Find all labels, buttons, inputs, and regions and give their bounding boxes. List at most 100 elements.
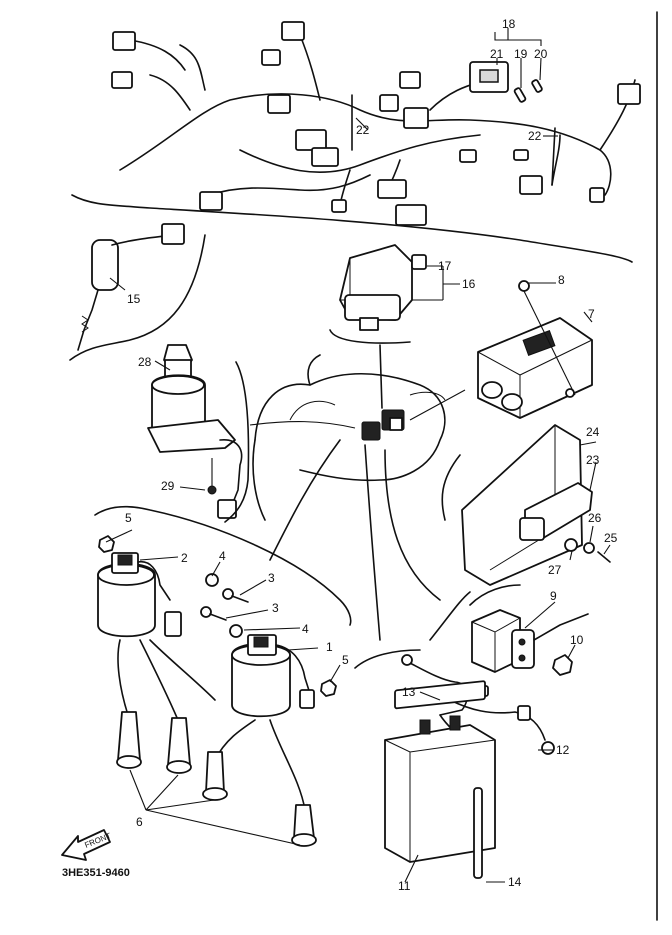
connector-block (267, 94, 291, 114)
washer-4 (205, 573, 219, 587)
section-boundary (71, 194, 633, 263)
leader-line (249, 421, 356, 429)
section-boundary (329, 329, 411, 344)
bolt-3 (222, 588, 249, 603)
harness-connectors (111, 21, 641, 226)
breather-hose-14 (473, 787, 483, 879)
connector-block (377, 179, 407, 199)
label-25: 25 (604, 531, 618, 545)
label-11: 11 (398, 879, 411, 893)
label-22: 22 (528, 129, 542, 143)
nut-5 (98, 535, 115, 553)
section-boundary (429, 591, 471, 641)
starter-relay-9 (471, 609, 589, 673)
cable-tie (551, 127, 556, 186)
section-boundary (224, 361, 250, 523)
wire-harness (119, 34, 636, 206)
label-20: 20 (534, 47, 548, 61)
connector-block (261, 49, 281, 66)
connector-block (617, 83, 641, 105)
drawing-code: 3HE351-9460 (62, 867, 130, 879)
label-8: 8 (558, 273, 565, 287)
label-18: 18 (502, 17, 516, 31)
battery-11 (384, 680, 496, 863)
label-9: 9 (550, 589, 557, 603)
rectifier-regulator-23 (519, 482, 593, 541)
label-4: 4 (219, 549, 226, 563)
leader-line (364, 444, 381, 641)
connector-block (379, 94, 399, 112)
nut-10 (552, 654, 573, 676)
label-24: 24 (586, 425, 600, 439)
section-boundary (354, 649, 421, 669)
coil-bracket (164, 611, 182, 637)
label-2: 2 (181, 551, 188, 565)
connector-block (395, 204, 427, 226)
label-29: 29 (161, 479, 175, 493)
front-arrow-icon (61, 829, 111, 861)
label-22: 22 (356, 123, 370, 137)
label-7: 7 (588, 307, 595, 321)
label-19: 19 (514, 47, 528, 61)
connector-block (399, 71, 421, 89)
ignition-coil-1 (231, 634, 315, 718)
bolt-8 (521, 286, 576, 396)
label-23: 23 (586, 453, 600, 467)
washer-4 (229, 624, 243, 638)
label-14: 14 (508, 875, 522, 889)
leader-line (409, 389, 466, 421)
label-4: 4 (302, 622, 309, 636)
callout-leaders (105, 28, 611, 883)
label-3: 3 (268, 571, 275, 585)
section-boundary (69, 234, 206, 361)
relay-16 (339, 244, 413, 331)
label-21: 21 (490, 47, 504, 61)
label-27: 27 (548, 563, 562, 577)
label-10: 10 (570, 633, 584, 647)
terminal-20 (531, 79, 543, 93)
washer-26 (583, 542, 595, 554)
section-boundary (94, 505, 352, 626)
connector-block (111, 71, 133, 89)
connector-block (295, 129, 327, 151)
connector-block (331, 199, 347, 213)
ignitor-unit-7 (477, 317, 593, 419)
leader-line (379, 344, 383, 409)
label-12: 12 (556, 743, 570, 757)
part-labels: 1 2 3 3 4 4 5 5 6 7 8 9 10 11 12 13 14 1… (125, 17, 618, 893)
bolt-3 (200, 606, 227, 621)
connector-block (199, 191, 223, 211)
label-3: 3 (272, 601, 279, 615)
label-28: 28 (138, 355, 152, 369)
spark-plug-caps-6 (116, 711, 317, 847)
washer-27 (564, 538, 578, 552)
bolt-25 (597, 551, 611, 563)
connector-block (311, 147, 339, 167)
connector-block (589, 187, 605, 203)
label-16: 16 (462, 277, 476, 291)
neutral-switch-15 (77, 223, 185, 351)
leader-line (269, 439, 341, 561)
fuse-17 (411, 254, 427, 270)
label-5: 5 (125, 511, 132, 525)
connector-block (513, 149, 529, 161)
bolt-8-head (518, 280, 530, 292)
terminal-19 (513, 87, 527, 103)
connector-block (112, 31, 136, 51)
label-1: 1 (326, 640, 333, 654)
label-13: 13 (402, 685, 416, 699)
label-17: 17 (438, 259, 452, 273)
label-15: 15 (127, 292, 141, 306)
section-boundary (441, 454, 461, 521)
main-switch-28 (147, 344, 243, 519)
label-5: 5 (342, 653, 349, 667)
nut-5 (320, 679, 337, 697)
connector-block (403, 107, 429, 129)
label-6: 6 (136, 815, 143, 829)
connector-block (519, 175, 543, 195)
ignition-coil-2 (97, 552, 171, 638)
connector-block (281, 21, 305, 41)
section-boundary (469, 584, 521, 606)
frame-outline (252, 354, 446, 521)
